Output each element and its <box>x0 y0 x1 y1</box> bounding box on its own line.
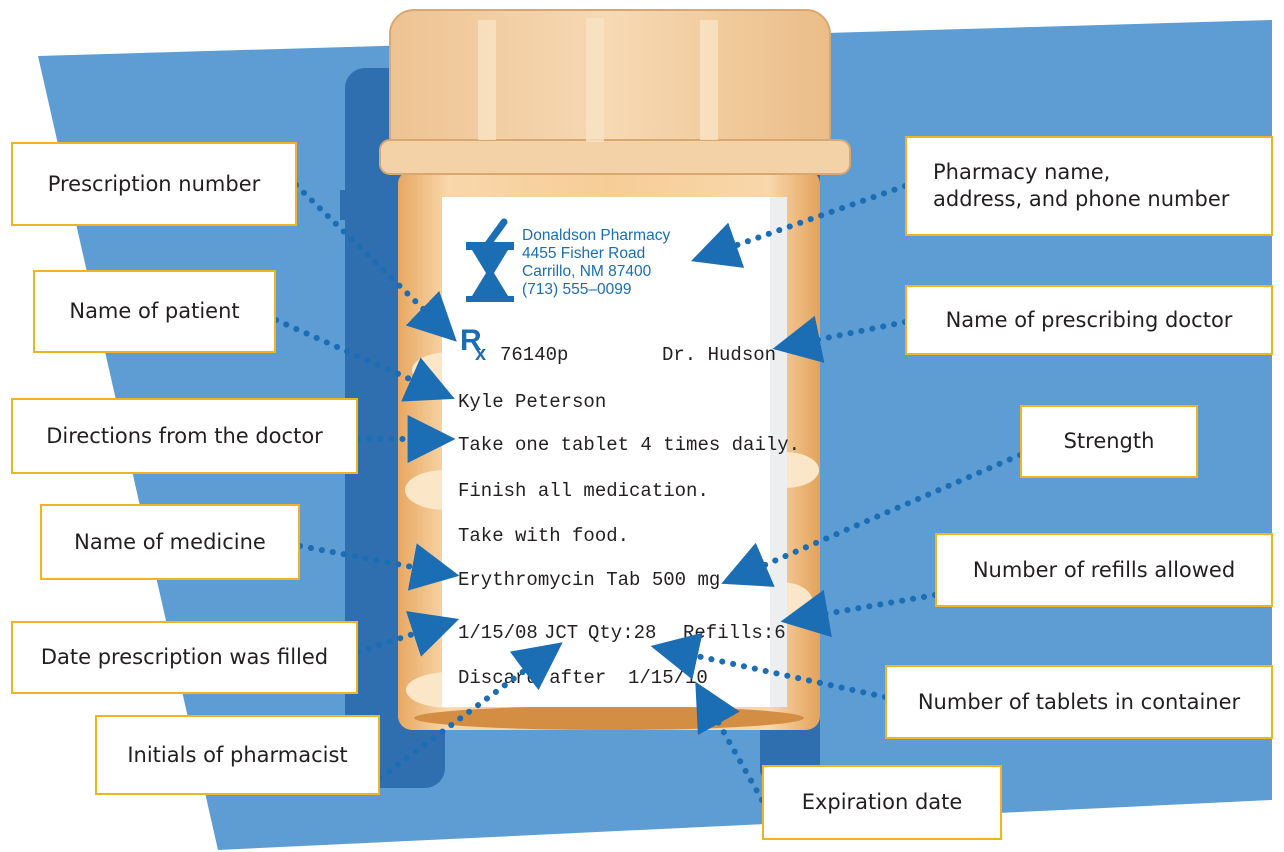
fill-date: 1/15/08 <box>458 622 538 644</box>
callout-date-filled: Date prescription was filled <box>11 621 358 694</box>
callout-initials: Initials of pharmacist <box>95 715 380 795</box>
leader-date <box>355 611 460 657</box>
callout-tablets: Number of tablets in container <box>885 665 1273 739</box>
leader-medicine <box>297 543 460 591</box>
callout-strength: Strength <box>1020 405 1198 478</box>
callout-name-of-patient: Name of patient <box>33 270 276 353</box>
callout-refills: Number of refills allowed <box>935 533 1273 607</box>
leader-strength <box>721 452 1023 587</box>
doctor-name: Dr. Hudson <box>662 344 776 366</box>
rx-number: 76140p <box>500 344 568 366</box>
pharmacy-phone: (713) 555–0099 <box>522 281 631 298</box>
mortar-and-pestle-icon <box>466 218 514 302</box>
leader-expiration <box>695 681 765 803</box>
pharmacy-address: 4455 Fisher Road <box>522 245 645 262</box>
callout-prescription-number: Prescription number <box>11 142 297 226</box>
svg-text:R: R <box>460 324 482 357</box>
callout-expiration: Expiration date <box>762 765 1002 840</box>
patient-name: Kyle Peterson <box>458 391 606 413</box>
direction-line: Take one tablet 4 times daily. <box>458 434 800 456</box>
pharmacist-initials: JCT <box>544 622 578 644</box>
leader-refills <box>780 589 938 638</box>
pharmacy-name: Donaldson Pharmacy <box>522 227 670 244</box>
discard-date: 1/15/10 <box>628 667 708 689</box>
leader-doctor <box>772 315 908 363</box>
leader-patient <box>273 317 455 402</box>
bottle-cap <box>379 9 851 175</box>
leader-lines <box>273 182 1023 803</box>
quantity: Qty:28 <box>588 622 656 644</box>
medicine-name: Erythromycin Tab 500 mg <box>458 569 720 591</box>
svg-text:x: x <box>475 343 486 365</box>
callout-doctor: Name of prescribing doctor <box>905 285 1273 355</box>
leader-pharmacy <box>690 183 908 268</box>
prescription-label: Donaldson Pharmacy 4455 Fisher Road Carr… <box>442 197 800 707</box>
leader-initials <box>377 642 563 781</box>
callout-directions: Directions from the doctor <box>11 398 358 474</box>
direction-line: Finish all medication. <box>458 480 709 502</box>
pharmacy-city: Carrillo, NM 87400 <box>522 263 652 280</box>
Rx-symbol: R x <box>460 324 486 365</box>
discard-text: Discard after <box>458 667 606 689</box>
callout-pharmacy: Pharmacy name, address, and phone number <box>905 136 1273 236</box>
direction-line: Take with food. <box>458 525 629 547</box>
leader-prescription-number <box>293 182 457 342</box>
callout-name-of-medicine: Name of medicine <box>40 504 300 580</box>
refills: Refills:6 <box>683 622 786 644</box>
